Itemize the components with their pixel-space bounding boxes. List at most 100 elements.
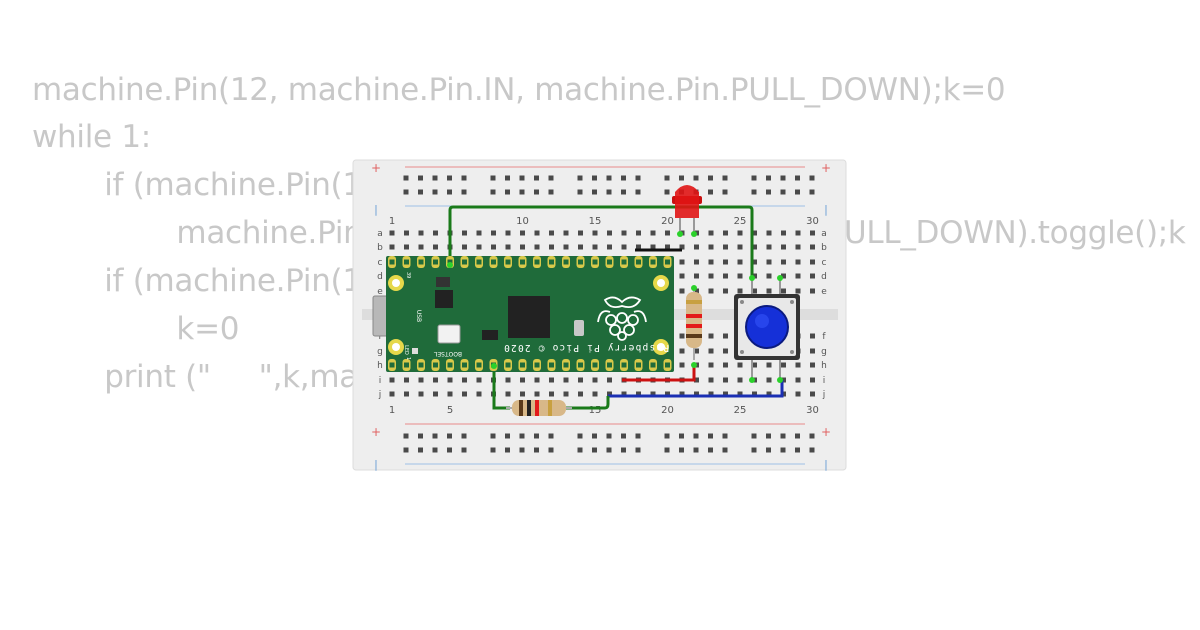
- breadboard-hole: [650, 244, 656, 250]
- breadboard-hole: [751, 189, 757, 195]
- pico-pin-hole: [621, 362, 627, 368]
- breadboard-hole: [752, 288, 757, 294]
- breadboard-hole: [520, 391, 525, 397]
- pico-pin-hole: [549, 259, 554, 265]
- breadboard-hole: [694, 288, 699, 294]
- row-letter: i: [379, 376, 382, 386]
- raspberry-pi-pico: Raspberry Pi Pico © 2020 BOOTSEL USB LED…: [372, 256, 674, 372]
- pico-pin-hole: [621, 259, 627, 265]
- pico-brand-text: Raspberry Pi Pico © 2020: [503, 342, 669, 353]
- breadboard-hole: [766, 273, 772, 279]
- breadboard-hole: [418, 447, 423, 453]
- breadboard-hole: [766, 244, 772, 250]
- breadboard-hole: [592, 447, 597, 453]
- breadboard-hole: [447, 433, 452, 439]
- row-letter: b: [377, 243, 383, 253]
- code-line: machine.Pin(12, machine.Pin.IN, machine.…: [32, 72, 1006, 108]
- breadboard-hole: [810, 377, 815, 383]
- code-line: while 1:: [32, 119, 151, 155]
- breadboard-hole: [462, 377, 467, 383]
- breadboard-hole: [737, 273, 743, 279]
- breadboard-hole: [534, 391, 540, 397]
- bootsel-button[interactable]: [437, 324, 461, 344]
- breadboard-hole: [679, 447, 684, 453]
- push-button[interactable]: [734, 275, 800, 383]
- breadboard-hole: [577, 189, 583, 195]
- breadboard-hole: [723, 259, 728, 265]
- pico-pin-hole: [462, 259, 467, 265]
- pico-pin-hole: [607, 362, 612, 368]
- pico-pin-hole: [418, 259, 424, 265]
- breadboard-hole: [433, 391, 438, 397]
- rail-plus-symbol: +: [371, 161, 381, 175]
- column-number: 20: [661, 216, 674, 227]
- breadboard-hole: [795, 288, 801, 294]
- breadboard-hole: [795, 230, 801, 236]
- breadboard-hole: [635, 447, 641, 453]
- breadboard-hole: [693, 433, 699, 439]
- breadboard-hole: [810, 244, 815, 250]
- breadboard-hole: [708, 348, 714, 354]
- rail-minus-symbol: |: [374, 458, 378, 471]
- breadboard-hole: [592, 230, 598, 236]
- breadboard-hole: [505, 447, 510, 453]
- breadboard-hole: [722, 175, 728, 181]
- breadboard-hole: [737, 391, 743, 397]
- breadboard-hole: [708, 244, 714, 250]
- breadboard-hole: [723, 348, 728, 354]
- breadboard-hole: [534, 377, 540, 383]
- breadboard-hole: [592, 244, 598, 250]
- breadboard-hole: [781, 259, 786, 265]
- pico-rp2040-chip: [508, 296, 550, 338]
- breadboard-hole: [403, 189, 409, 195]
- breadboard-hole: [708, 175, 713, 181]
- breadboard-hole: [505, 391, 511, 397]
- row-letter: d: [821, 272, 827, 282]
- breadboard-hole: [708, 377, 714, 383]
- breadboard-hole: [462, 244, 467, 250]
- breadboard-hole: [606, 189, 612, 195]
- pico-pin-hole: [563, 362, 569, 368]
- rail-plus-symbol: +: [821, 161, 831, 175]
- breadboard-hole: [403, 175, 409, 181]
- pico-pin-hole: [592, 259, 598, 265]
- breadboard-hole: [795, 244, 801, 250]
- pico-pin-hole: [636, 362, 641, 368]
- pico-pin-hole: [578, 259, 583, 265]
- breadboard-hole: [403, 433, 409, 439]
- breadboard-hole: [519, 447, 525, 453]
- breadboard-hole: [694, 348, 699, 354]
- pico-pin-hole: [505, 362, 511, 368]
- button-cap[interactable]: [745, 305, 789, 349]
- breadboard-hole: [766, 259, 772, 265]
- breadboard-hole: [418, 433, 423, 439]
- breadboard-hole: [810, 273, 815, 279]
- breadboard-hole: [766, 175, 771, 181]
- breadboard-hole: [795, 189, 800, 195]
- breadboard-hole: [404, 391, 409, 397]
- row-letter: i: [823, 376, 826, 386]
- rail-minus-symbol: |: [824, 458, 828, 471]
- breadboard-hole: [664, 175, 670, 181]
- breadboard-hole: [708, 230, 714, 236]
- breadboard-hole: [810, 348, 815, 354]
- breadboard-hole: [722, 189, 728, 195]
- breadboard-hole: [708, 333, 714, 339]
- breadboard-hole: [418, 244, 424, 250]
- breadboard-hole: [548, 175, 554, 181]
- breadboard-hole: [679, 391, 685, 397]
- breadboard-hole: [606, 433, 612, 439]
- breadboard-hole: [447, 391, 453, 397]
- bootsel-label: BOOTSEL: [433, 350, 462, 357]
- breadboard-hole: [534, 189, 539, 195]
- breadboard-hole: [621, 391, 627, 397]
- breadboard-hole: [752, 391, 757, 397]
- breadboard-hole: [780, 175, 786, 181]
- breadboard-hole: [752, 259, 757, 265]
- breadboard-hole: [766, 391, 772, 397]
- row-letter: e: [821, 287, 827, 297]
- breadboard-hole: [809, 175, 815, 181]
- breadboard-hole: [505, 189, 510, 195]
- breadboard-hole: [708, 391, 714, 397]
